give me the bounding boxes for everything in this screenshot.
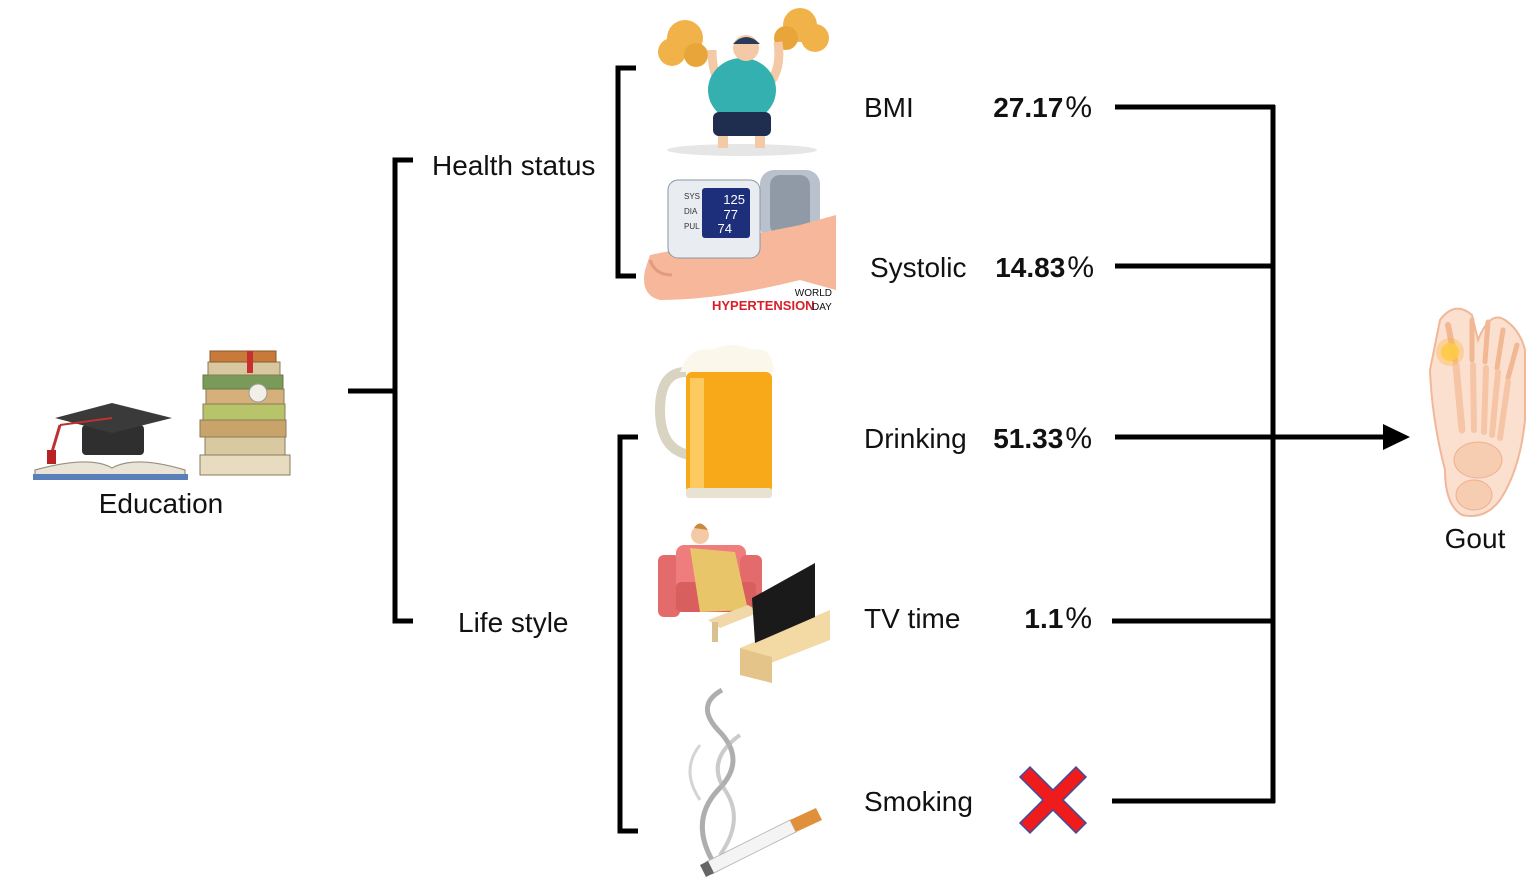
monitor-pul-value: 74 xyxy=(718,221,732,236)
factor-value-systolic: 14.83% xyxy=(995,251,1094,284)
gout-foot-illustration xyxy=(1428,307,1526,517)
education-label: Education xyxy=(99,488,224,519)
drinking-illustration xyxy=(654,345,774,498)
connector-lines xyxy=(348,65,1385,834)
systolic-value-number: 14.83 xyxy=(995,252,1065,283)
tv-value-unit: % xyxy=(1065,602,1092,635)
factor-label-tv: TV time xyxy=(864,603,960,634)
systolic-illustration: SYS DIA PUL 125 77 74 WORLD HYPERTENSION… xyxy=(644,170,836,313)
drinking-value-unit: % xyxy=(1065,422,1092,455)
tv-value-number: 1.1 xyxy=(1024,603,1063,634)
gout-label: Gout xyxy=(1445,523,1506,554)
bmi-illustration xyxy=(658,8,829,156)
bmi-value-unit: % xyxy=(1065,91,1092,124)
education-illustration xyxy=(33,350,291,480)
tv-time-illustration xyxy=(658,523,830,683)
monitor-dia-value: 77 xyxy=(724,207,738,222)
systolic-value-unit: % xyxy=(1067,251,1094,284)
education-bracket xyxy=(392,157,413,624)
banner-hypertension: HYPERTENSION xyxy=(712,298,815,313)
smoking-illustration xyxy=(688,687,822,877)
factor-label-smoking: Smoking xyxy=(864,786,973,817)
monitor-pul-label: PUL xyxy=(684,222,700,231)
banner-world: WORLD xyxy=(795,288,832,299)
banner-day: DAY xyxy=(812,302,832,313)
drinking-value-number: 51.33 xyxy=(993,423,1063,454)
red-cross-icon xyxy=(1018,765,1088,835)
factor-value-drinking: 51.33% xyxy=(993,422,1092,455)
health-bracket xyxy=(615,65,636,279)
factor-label-systolic: Systolic xyxy=(870,252,966,283)
arrow-head-icon xyxy=(1383,424,1410,450)
factor-value-bmi: 27.17% xyxy=(993,91,1092,124)
lifestyle-bracket xyxy=(617,434,638,834)
monitor-dia-label: DIA xyxy=(684,207,698,216)
monitor-sys-label: SYS xyxy=(684,192,700,201)
factor-label-bmi: BMI xyxy=(864,92,914,123)
monitor-sys-value: 125 xyxy=(723,192,745,207)
factor-label-drinking: Drinking xyxy=(864,423,967,454)
factor-value-tv: 1.1% xyxy=(1024,602,1092,635)
life-style-label: Life style xyxy=(458,607,569,638)
bmi-value-number: 27.17 xyxy=(993,92,1063,123)
health-status-label: Health status xyxy=(432,150,595,181)
